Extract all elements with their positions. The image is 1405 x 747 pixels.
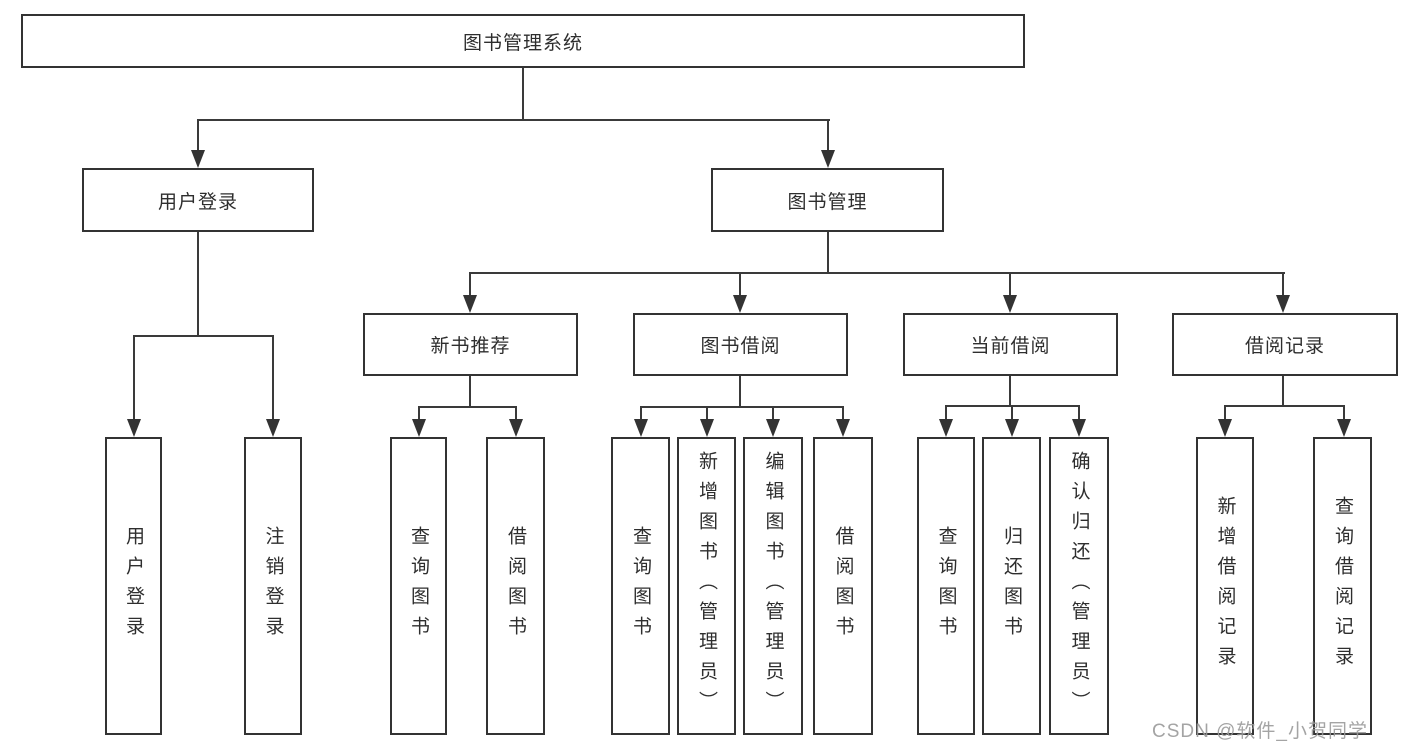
arrow-down-icon <box>939 419 953 437</box>
leaf-logout: 注销登录 <box>244 437 302 735</box>
connector-line <box>469 376 471 407</box>
node-label: 新增图书（管理员） <box>696 451 717 721</box>
connector-line <box>197 119 830 121</box>
node-label: 图书借阅 <box>700 336 781 357</box>
node-label: 确认归还（管理员） <box>1068 451 1090 721</box>
leaf-borrow-books: 借阅图书 <box>813 437 873 735</box>
connector-line <box>1224 405 1345 407</box>
leaf-edit-books-admin: 编辑图书（管理员） <box>743 437 803 735</box>
connector-line <box>418 406 517 408</box>
arrow-down-icon <box>836 419 850 437</box>
node-label: 查询借阅记录 <box>1332 496 1353 676</box>
node-label: 新增借阅记录 <box>1214 496 1236 676</box>
arrow-down-icon <box>766 419 780 437</box>
leaf-return-books: 归还图书 <box>982 437 1041 735</box>
arrow-down-icon <box>634 419 648 437</box>
connector-line <box>515 406 517 430</box>
node-label: 借阅记录 <box>1244 336 1325 357</box>
node-label: 用户登录 <box>157 191 238 213</box>
arrow-down-icon <box>266 419 280 437</box>
node-label: 查询图书 <box>630 526 651 646</box>
node-label: 图书管理 <box>787 191 868 213</box>
connector-line <box>522 68 524 120</box>
node-label: 归还图书 <box>1001 526 1022 646</box>
connector-line <box>945 405 947 430</box>
connector-line <box>1282 376 1284 406</box>
connector-line <box>827 119 829 164</box>
leaf-add-borrow-record: 新增借阅记录 <box>1196 437 1254 735</box>
connector-line <box>469 272 471 302</box>
node-label: 查询图书 <box>408 526 429 646</box>
connector-line <box>739 376 741 407</box>
arrow-down-icon <box>700 419 714 437</box>
connector-line <box>739 272 741 302</box>
node-label: 当前借阅 <box>970 336 1051 357</box>
leaf-user-login: 用户登录 <box>105 437 162 735</box>
connector-line <box>1009 376 1011 406</box>
arrow-down-icon <box>412 419 426 437</box>
arrow-down-icon <box>1218 419 1232 437</box>
arrow-down-icon <box>509 419 523 437</box>
node-label: 用户登录 <box>123 526 144 646</box>
connector-line <box>272 335 274 430</box>
connector-line <box>1011 405 1013 430</box>
connector-line <box>827 232 829 273</box>
connector-line <box>772 406 774 430</box>
arrow-down-icon <box>1337 419 1351 437</box>
node-label: 图书管理系统 <box>462 32 583 54</box>
node-label: 新书推荐 <box>430 336 511 357</box>
connector-line <box>197 232 199 336</box>
connector-line <box>842 406 844 430</box>
leaf-query-books-recommend: 查询图书 <box>390 437 447 735</box>
node-borrow-records: 借阅记录 <box>1172 313 1398 376</box>
arrow-down-icon <box>127 419 141 437</box>
node-label: 借阅图书 <box>505 526 526 646</box>
node-book-borrow: 图书借阅 <box>633 313 848 376</box>
leaf-confirm-return-admin: 确认归还（管理员） <box>1049 437 1109 735</box>
arrow-down-icon <box>463 295 477 313</box>
arrow-down-icon <box>733 295 747 313</box>
node-new-book-recommend: 新书推荐 <box>363 313 578 376</box>
connector-line <box>418 406 420 430</box>
node-current-borrow: 当前借阅 <box>903 313 1118 376</box>
leaf-query-borrow-record: 查询借阅记录 <box>1313 437 1372 735</box>
leaf-query-books-borrow: 查询图书 <box>611 437 670 735</box>
connector-line <box>1224 405 1226 430</box>
arrow-down-icon <box>821 150 835 168</box>
node-label: 借阅图书 <box>832 526 854 646</box>
arrow-down-icon <box>1072 419 1086 437</box>
connector-line <box>640 406 844 408</box>
arrow-down-icon <box>191 150 205 168</box>
connector-line <box>133 335 274 337</box>
connector-line <box>1343 405 1345 430</box>
connector-line <box>469 272 1285 274</box>
connector-line <box>197 119 199 164</box>
node-label: 查询图书 <box>935 526 957 646</box>
node-label: 注销登录 <box>262 526 284 646</box>
leaf-borrow-books-recommend: 借阅图书 <box>486 437 545 735</box>
connector-line <box>133 335 135 430</box>
node-user-login-branch: 用户登录 <box>82 168 314 232</box>
arrow-down-icon <box>1276 295 1290 313</box>
connector-line <box>1282 272 1284 302</box>
node-library-management-system: 图书管理系统 <box>21 14 1025 68</box>
connector-line <box>1078 405 1080 430</box>
arrow-down-icon <box>1005 419 1019 437</box>
watermark: CSDN @软件_小贺同学 <box>1152 721 1368 742</box>
connector-line <box>706 406 708 430</box>
leaf-query-books-current: 查询图书 <box>917 437 975 735</box>
arrow-down-icon <box>1003 295 1017 313</box>
connector-line <box>640 406 642 430</box>
node-label: 编辑图书（管理员） <box>762 451 784 721</box>
connector-line <box>1009 272 1011 302</box>
leaf-add-books-admin: 新增图书（管理员） <box>677 437 736 735</box>
node-book-management-branch: 图书管理 <box>711 168 944 232</box>
